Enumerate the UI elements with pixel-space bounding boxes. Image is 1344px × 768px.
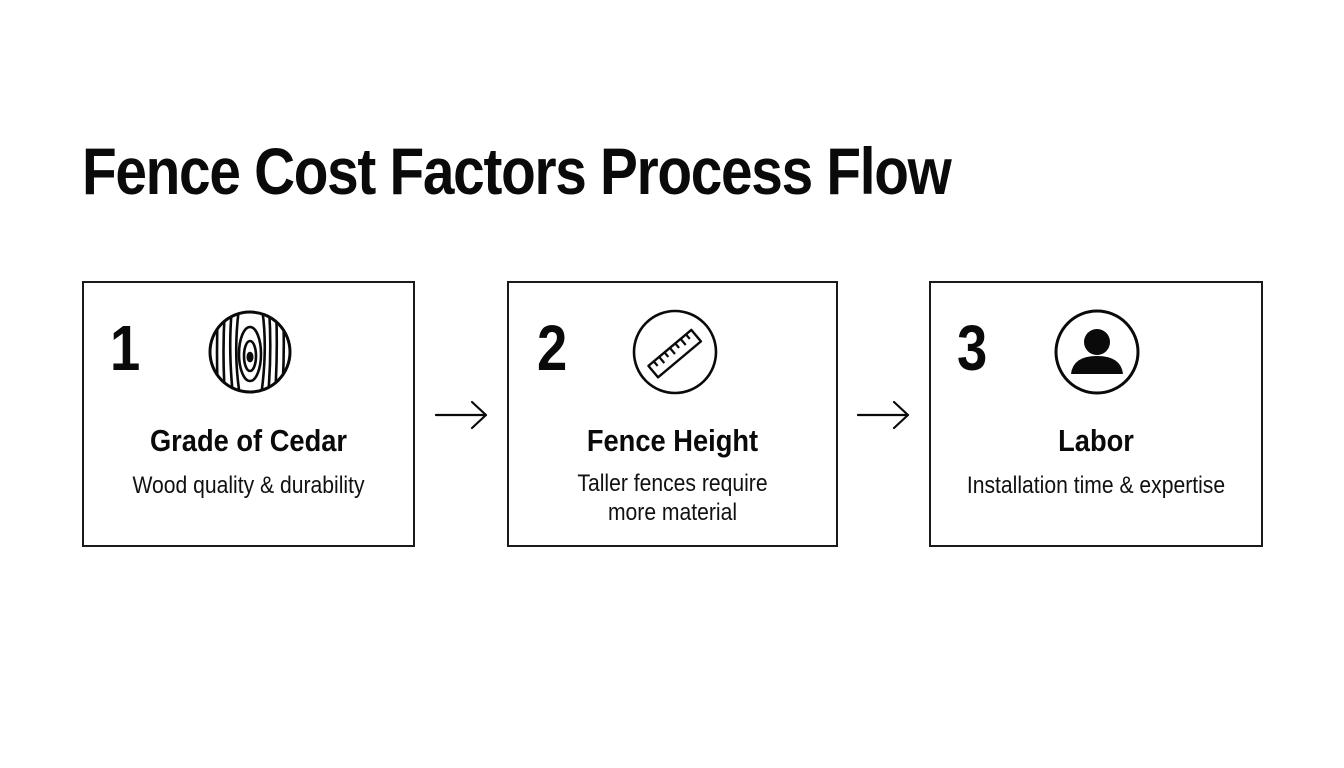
- step-description: Taller fences require more material: [577, 470, 768, 526]
- step-card-fence-height: 2 Fence Height Taller fences require mor…: [507, 281, 838, 547]
- ruler-icon: [632, 309, 718, 395]
- step-number: 2: [537, 312, 568, 384]
- wood-grain-icon: [208, 310, 292, 394]
- step-title: Labor: [1058, 423, 1134, 458]
- step-description: Installation time & expertise: [966, 472, 1226, 499]
- step-title: Fence Height: [586, 423, 759, 458]
- arrow-right-icon: [856, 400, 910, 430]
- step-description: Wood quality & durability: [132, 472, 365, 499]
- step-card-labor: 3 Labor Installation time & expertise: [929, 281, 1263, 547]
- person-icon: [1054, 309, 1140, 395]
- step-number: 3: [957, 312, 988, 384]
- arrow-right-icon: [434, 400, 488, 430]
- step-title: Grade of Cedar: [149, 423, 348, 458]
- page-title: Fence Cost Factors Process Flow: [82, 134, 952, 208]
- step-card-grade-of-cedar: 1 Grade of Cedar Wood quality & durabili…: [82, 281, 415, 547]
- step-number: 1: [110, 312, 141, 384]
